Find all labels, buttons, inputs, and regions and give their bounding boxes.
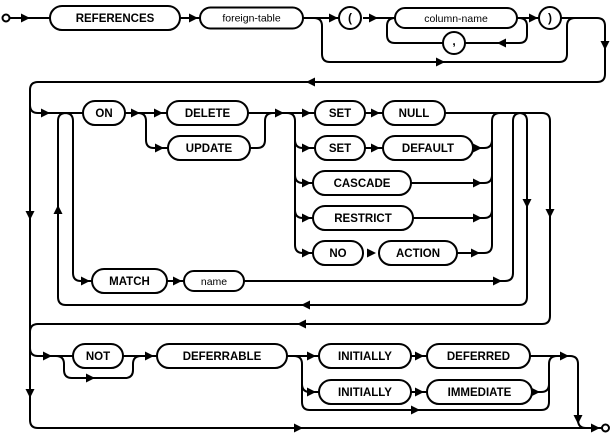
node-cascade-label: CASCADE [334,178,391,190]
start-terminal-icon [1,13,11,23]
node-immediate-label: IMMEDIATE [448,387,512,399]
node-name-shape [183,270,245,292]
node-null: NULL [382,100,446,126]
node-restrict-shape [312,205,414,231]
node-close-paren-label: ) [548,11,552,25]
node-comma-label: , [452,34,455,48]
node-deferred: DEFERRED [426,343,531,369]
node-foreign-table-label: foreign-table [222,13,281,25]
node-set-null-set-label: SET [329,108,351,120]
node-column-name-label: column-name [424,13,488,25]
node-default: DEFAULT [382,135,474,161]
node-open-paren-shape [338,6,362,30]
node-no: NO [312,240,364,266]
node-delete-shape [166,100,249,126]
node-comma: , [442,31,466,55]
end-terminal-icon [601,423,610,433]
node-on: ON [82,100,126,126]
node-comma-shape [442,31,466,55]
node-deferrable-shape [156,343,288,369]
node-initially-immediate-initially-shape [318,379,412,405]
node-name: name [183,270,245,292]
node-update: UPDATE [167,135,251,161]
node-delete: DELETE [166,100,249,126]
node-references: REFERENCES [49,5,181,31]
node-match-label: MATCH [109,276,150,288]
node-update-label: UPDATE [186,143,233,155]
node-immediate-shape [426,379,533,405]
node-references-shape [49,5,181,31]
node-delete-label: DELETE [185,108,231,120]
node-close-paren: ) [538,6,562,30]
node-match: MATCH [91,268,168,294]
node-default-label: DEFAULT [402,143,454,155]
node-action: ACTION [378,240,458,266]
node-action-shape [378,240,458,266]
node-on-label: ON [95,108,112,120]
node-open-paren: ( [338,6,362,30]
node-null-shape [382,100,446,126]
node-no-label: NO [329,248,346,260]
node-initially-deferred-initially-label: INITIALLY [338,351,392,363]
node-deferrable: DEFERRABLE [156,343,288,369]
node-restrict-label: RESTRICT [334,213,392,225]
node-name-label: name [201,276,227,288]
node-restrict: RESTRICT [312,205,414,231]
node-initially-immediate-initially: INITIALLY [318,379,412,405]
node-column-name: column-name [394,7,518,29]
node-column-name-shape [394,7,518,29]
node-set-default-set-label: SET [329,143,351,155]
node-cascade-shape [312,170,412,196]
node-set-default-set: SET [314,135,366,161]
node-default-shape [382,135,474,161]
node-cascade: CASCADE [312,170,412,196]
node-foreign-table: foreign-table [199,6,304,30]
node-set-default-set-shape [314,135,366,161]
node-set-null-set: SET [314,100,366,126]
node-immediate: IMMEDIATE [426,379,533,405]
node-close-paren-shape [538,6,562,30]
node-on-shape [82,100,126,126]
node-initially-deferred-initially-shape [318,343,412,369]
node-no-shape [312,240,364,266]
node-deferred-shape [426,343,531,369]
node-initially-deferred-initially: INITIALLY [318,343,412,369]
node-deferrable-label: DEFERRABLE [183,351,262,363]
node-match-shape [91,268,168,294]
node-update-shape [167,135,251,161]
node-deferred-label: DEFERRED [447,351,510,363]
node-set-null-set-shape [314,100,366,126]
node-initially-immediate-initially-label: INITIALLY [338,387,392,399]
node-action-label: ACTION [396,248,440,260]
node-foreign-table-shape [199,6,304,30]
node-not: NOT [72,343,124,369]
node-references-label: REFERENCES [76,13,155,25]
node-not-shape [72,343,124,369]
node-not-label: NOT [86,351,110,363]
node-null-label: NULL [399,108,430,120]
node-open-paren-label: ( [348,11,352,25]
